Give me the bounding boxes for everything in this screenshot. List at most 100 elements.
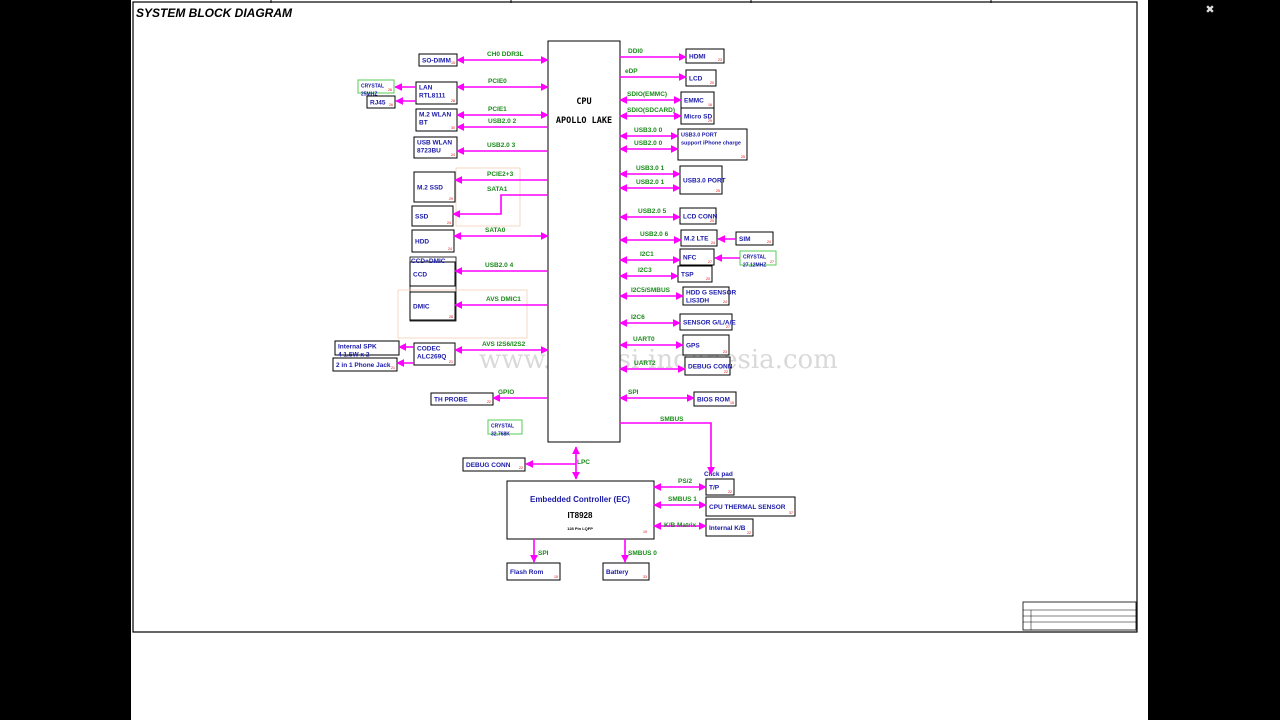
block-crystal-lan-label-0: CRYSTAL bbox=[361, 84, 384, 90]
block-lcdconn-page-ref: 20 bbox=[710, 219, 714, 223]
block-sodimm-page-ref: 15 bbox=[451, 61, 455, 65]
block-debug-ec-label-0: DEBUG CONN bbox=[466, 462, 511, 469]
block-ssd-label-0: SSD bbox=[415, 214, 429, 221]
block-hdd[interactable] bbox=[411, 229, 455, 253]
block-ssd-page-ref: 24 bbox=[447, 221, 451, 225]
block-crystal-lan-label-1: 25MHZ bbox=[361, 92, 377, 98]
block-sim-label-0: SIM bbox=[739, 236, 751, 243]
signal-usb2-0-5: USB2.0 5 bbox=[638, 208, 667, 215]
block-hdmi-label-0: HDMI bbox=[689, 54, 706, 61]
block-crystal-nfc-label-0: CRYSTAL bbox=[743, 255, 766, 261]
signal-sdio-sdcard-: SDIO(SDCARD) bbox=[627, 107, 675, 114]
block-rj45[interactable] bbox=[366, 95, 396, 109]
block-lan[interactable] bbox=[415, 81, 458, 105]
block-kb-page-ref: 22 bbox=[747, 531, 751, 535]
title-block bbox=[1022, 601, 1137, 631]
ec-page-ref: 19 bbox=[643, 530, 647, 534]
signal-ps2: PS/2 bbox=[678, 478, 692, 485]
signal-usb2-0-0: USB2.0 0 bbox=[634, 140, 663, 147]
signal-i2c5-smbus: I2C5/SMBUS bbox=[631, 287, 671, 294]
block-battery-page-ref: 33 bbox=[643, 575, 647, 579]
block-sim-page-ref: 24 bbox=[767, 240, 771, 244]
signal-ch0-ddr3l: CH0 DDR3L bbox=[487, 51, 524, 58]
block-wlan-page-ref: 30 bbox=[451, 126, 455, 130]
signal-pcie2-3: PCIE2+3 bbox=[487, 171, 514, 178]
block-usb3-charge[interactable] bbox=[677, 128, 748, 161]
block-dmic-label-0: DMIC bbox=[413, 304, 430, 311]
block-usb3-page-ref: 25 bbox=[716, 189, 720, 193]
block-tp-page-ref: 22 bbox=[728, 490, 732, 494]
block-codec[interactable] bbox=[413, 342, 456, 366]
cpu-block[interactable] bbox=[547, 40, 621, 443]
signal-usb2-0-3: USB2.0 3 bbox=[487, 142, 516, 149]
block-codec-label-0: CODEC bbox=[417, 346, 441, 353]
block-debug-ec-page-ref: 22 bbox=[519, 466, 523, 470]
block-kb-label-0: Internal K/B bbox=[709, 525, 746, 532]
wire-smbus bbox=[620, 422, 715, 475]
block-lte-page-ref: 24 bbox=[711, 241, 715, 245]
block-lcd-label-0: LCD bbox=[689, 76, 703, 83]
block-thprobe-label-0: TH PROBE bbox=[434, 397, 468, 404]
block-tp-label-0: T/P bbox=[709, 485, 720, 492]
block-ccd[interactable] bbox=[409, 261, 456, 287]
block-biosrom-label-0: BIOS ROM bbox=[697, 397, 730, 404]
block-usbwlan-label-0: USB WLAN bbox=[417, 140, 452, 147]
dmic-group-outline bbox=[397, 289, 528, 339]
wire-sata1 bbox=[452, 194, 548, 218]
signal-usb3-0-0: USB3.0 0 bbox=[634, 127, 663, 134]
block-lan-label-1: RTL8111 bbox=[419, 93, 446, 100]
block-battery-label-0: Battery bbox=[606, 569, 629, 576]
block-usb3-charge-label-1: support iPhone charge bbox=[681, 141, 741, 147]
block-gps-label-0: GPS bbox=[686, 343, 700, 350]
block-wlan-label-1: BT bbox=[419, 120, 428, 127]
block-gsensor-page-ref: 24 bbox=[723, 300, 727, 304]
block-hdmi-page-ref: 23 bbox=[718, 58, 722, 62]
block-thermal-label-0: CPU THERMAL SENSOR bbox=[709, 504, 786, 511]
block-jack-page-ref: 21 bbox=[391, 366, 395, 370]
block-spk-label-1: 4 1.5W x 2 bbox=[338, 352, 370, 359]
ec-package-label: 128 Pin LQFP bbox=[567, 526, 593, 531]
signal-smbus0: SMBUS 0 bbox=[628, 550, 657, 557]
signal-avs-dmic1: AVS DMIC1 bbox=[486, 296, 521, 303]
block-dmic-page-ref: 28 bbox=[449, 315, 453, 319]
block-codec-page-ref: 21 bbox=[449, 360, 453, 364]
block-crystal-rtc-label-1: 32.768K bbox=[491, 432, 510, 438]
block-crystal-rtc[interactable] bbox=[487, 419, 523, 435]
block-usbwlan-label-1: 8723BU bbox=[417, 148, 441, 155]
block-flashrom-label-0: Flash Rom bbox=[510, 569, 543, 576]
signal-i2c1: I2C1 bbox=[640, 251, 654, 258]
block-gsensor-label-0: HDD G SENSOR bbox=[686, 290, 737, 297]
signal-i2c6: I2C6 bbox=[631, 314, 645, 321]
signal-i2c3: I2C3 bbox=[638, 267, 652, 274]
signal-avs-i2s6-i2s2: AVS I2S6/I2S2 bbox=[482, 341, 526, 348]
close-icon[interactable]: ✖ bbox=[1205, 3, 1215, 16]
block-sodimm-label-0: SO-DIMM bbox=[422, 58, 451, 65]
signal-sdio-emmc-: SDIO(EMMC) bbox=[627, 91, 667, 98]
block-usb3[interactable] bbox=[679, 165, 723, 195]
ec-label: Embedded Controller (EC) bbox=[530, 495, 630, 504]
signal-smbus: SMBUS bbox=[660, 416, 684, 423]
block-flashrom[interactable] bbox=[506, 562, 561, 581]
block-hdd-label-0: HDD bbox=[415, 239, 429, 246]
block-battery[interactable] bbox=[602, 562, 650, 581]
block-sensor-page-ref: 27 bbox=[726, 325, 730, 329]
block-crystal-lan[interactable] bbox=[357, 79, 395, 94]
block-diagram: SYSTEM BLOCK DIAGRAMwww.teknisi-indonesi… bbox=[132, 0, 1138, 633]
ccd-dmic-group bbox=[409, 256, 457, 322]
signal-ec-spi: SPI bbox=[538, 550, 549, 557]
signal-gpio: GPIO bbox=[498, 389, 514, 396]
signal-lpc: LPC bbox=[577, 459, 590, 466]
block-ssd-m2[interactable] bbox=[413, 171, 456, 203]
block-gps-page-ref: 23 bbox=[723, 350, 727, 354]
signal-sata1: SATA1 bbox=[487, 186, 508, 193]
block-debug-label-0: DEBUG CONN bbox=[688, 364, 733, 371]
block-wlan[interactable] bbox=[415, 108, 458, 132]
block-lcd-page-ref: 20 bbox=[710, 81, 714, 85]
ec-block[interactable] bbox=[506, 480, 655, 540]
block-ccd-label-0: CCD bbox=[413, 272, 427, 279]
block-debug-ec[interactable] bbox=[462, 457, 526, 472]
signal-usb3-0-1: USB3.0 1 bbox=[636, 165, 665, 172]
cpu-label: CPU bbox=[576, 97, 591, 107]
block-rj45-page-ref: 26 bbox=[389, 103, 393, 107]
